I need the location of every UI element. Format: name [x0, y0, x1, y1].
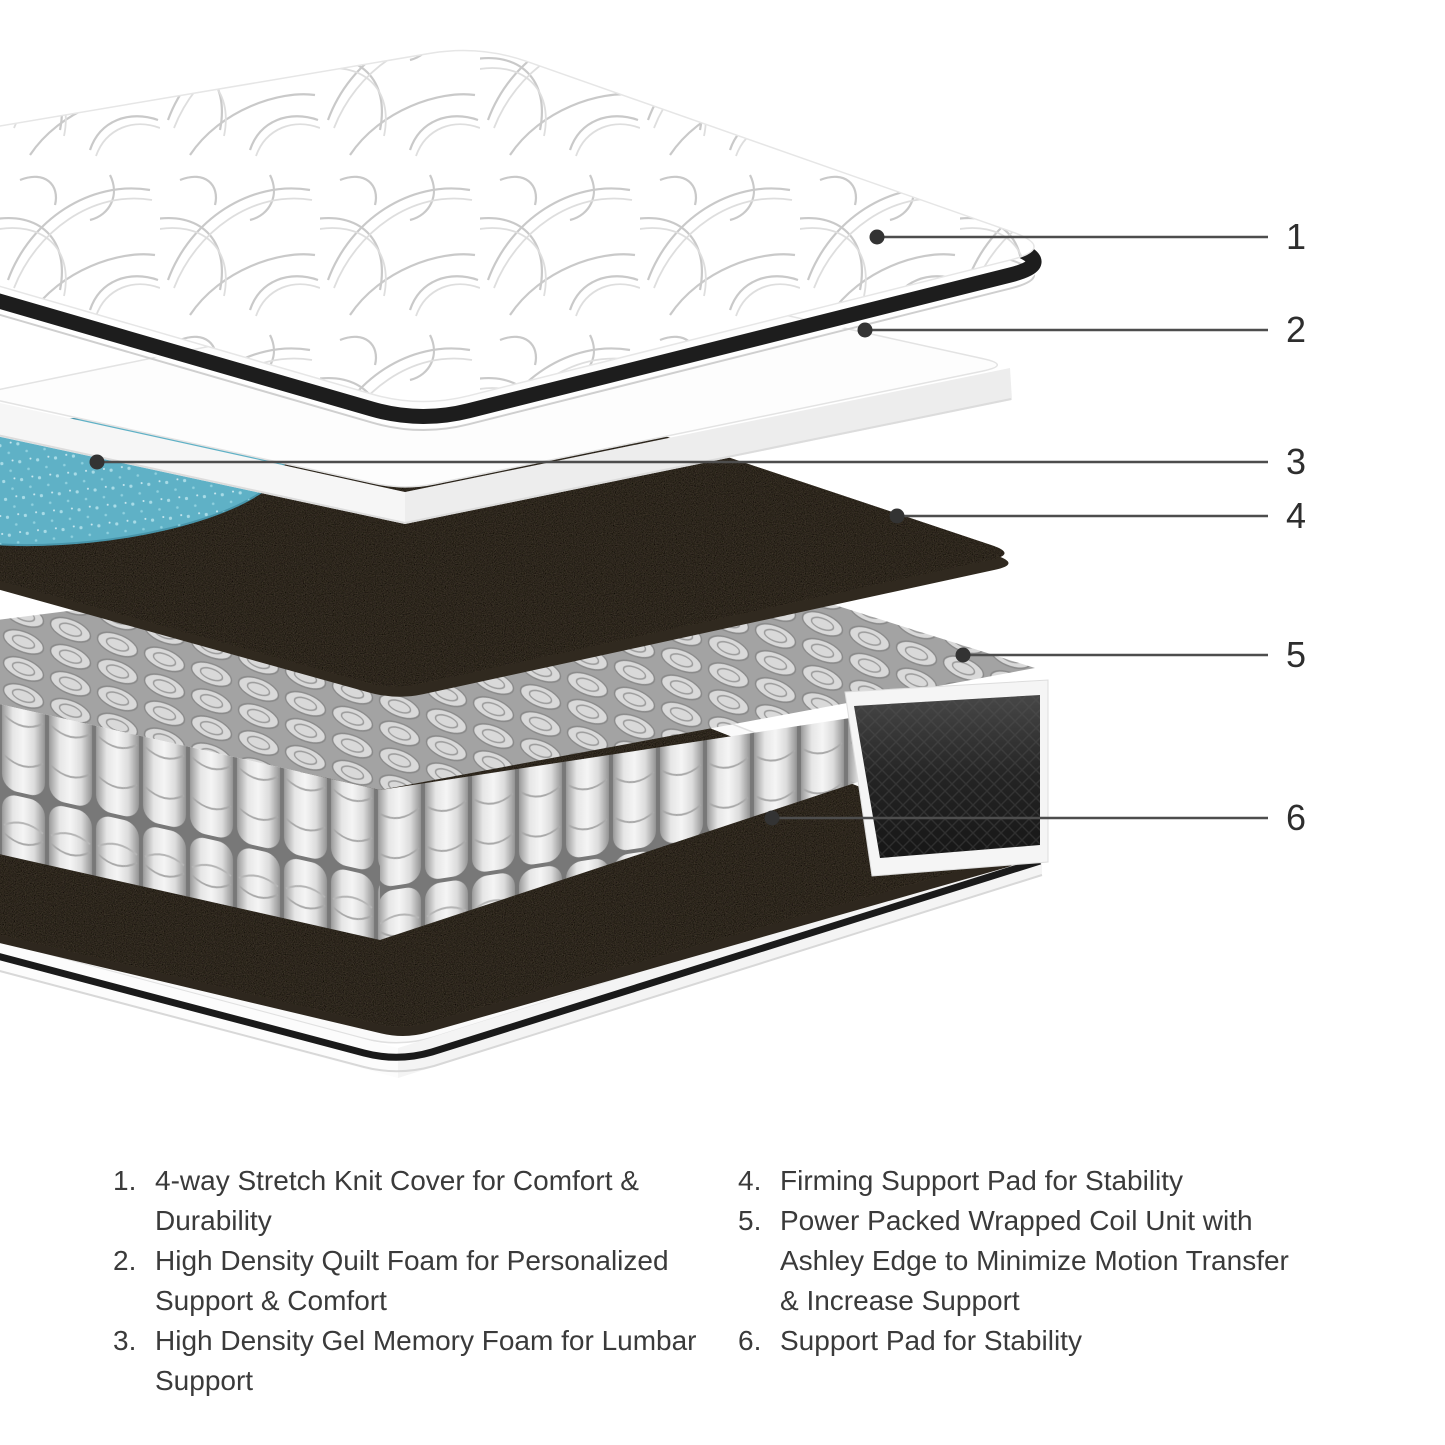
callout-2: 2 [857, 309, 1306, 350]
callout-number: 6 [1286, 797, 1306, 838]
callout-4: 4 [889, 495, 1306, 536]
legend-item-2: 2. High Density Quilt Foam for Personali… [113, 1241, 720, 1321]
legend-item-number: 4. [738, 1165, 762, 1196]
base-bottom-edge [0, 874, 1043, 1073]
layer-1-knit-cover [0, 49, 1042, 431]
callout-dot [889, 508, 905, 524]
legend-column-right: 4. Firming Support Pad for Stability 5. … [738, 1161, 1310, 1361]
callout-number: 1 [1286, 216, 1306, 257]
callout-dot [89, 454, 105, 470]
callout-1: 1 [869, 216, 1306, 257]
foam-front-right-face [405, 368, 1012, 524]
legend-item-6: 6. Support Pad for Stability [738, 1321, 1310, 1361]
legend-item-text: Firming Support Pad for Stability [780, 1165, 1184, 1196]
legend-item-1: 1. 4-way Stretch Knit Cover for Comfort … [113, 1161, 720, 1241]
callout-number: 3 [1286, 441, 1306, 482]
callout-5: 5 [955, 634, 1306, 675]
callout-number: 5 [1286, 634, 1306, 675]
legend-item-number: 2. [113, 1245, 137, 1276]
legend-column-left: 1. 4-way Stretch Knit Cover for Comfort … [113, 1161, 720, 1401]
legend-item-number: 6. [738, 1325, 762, 1356]
legend-item-text: Support Pad for Stability [780, 1325, 1082, 1356]
ashley-edge-corner [844, 679, 1049, 877]
legend-item-4: 4. Firming Support Pad for Stability [738, 1161, 1310, 1201]
legend-item-text: High Density Gel Memory Foam for Lumbar … [155, 1325, 697, 1396]
legend-item-number: 1. [113, 1165, 137, 1196]
callout-6: 6 [764, 797, 1306, 838]
legend-item-number: 5. [738, 1205, 762, 1236]
callout-dot [764, 810, 780, 826]
coil-front-right-face [380, 715, 870, 940]
cover-black-border [0, 238, 1042, 424]
legend-item-5: 5. Power Packed Wrapped Coil Unit with A… [738, 1201, 1310, 1321]
callout-number: 4 [1286, 495, 1306, 536]
legend-item-number: 3. [113, 1325, 137, 1356]
legend-item-text: High Density Quilt Foam for Personalized… [155, 1245, 669, 1316]
callout-number: 2 [1286, 309, 1306, 350]
legend-item-3: 3. High Density Gel Memory Foam for Lumb… [113, 1321, 720, 1401]
legend-item-text: Power Packed Wrapped Coil Unit with Ashl… [780, 1205, 1289, 1316]
foam-front-left-face [0, 402, 405, 524]
callout-dot [857, 322, 873, 338]
legend-item-text: 4-way Stretch Knit Cover for Comfort & D… [155, 1165, 639, 1236]
coil-front-left-face [0, 704, 380, 940]
callout-3: 3 [89, 441, 1306, 482]
callouts: 1 2 3 4 5 6 [89, 216, 1306, 838]
callout-dot [955, 647, 971, 663]
cover-quilted-top [0, 49, 1035, 403]
callout-dot [869, 229, 885, 245]
edge-fabric-texture [854, 695, 1040, 858]
base-black-stripe [0, 857, 1042, 1061]
